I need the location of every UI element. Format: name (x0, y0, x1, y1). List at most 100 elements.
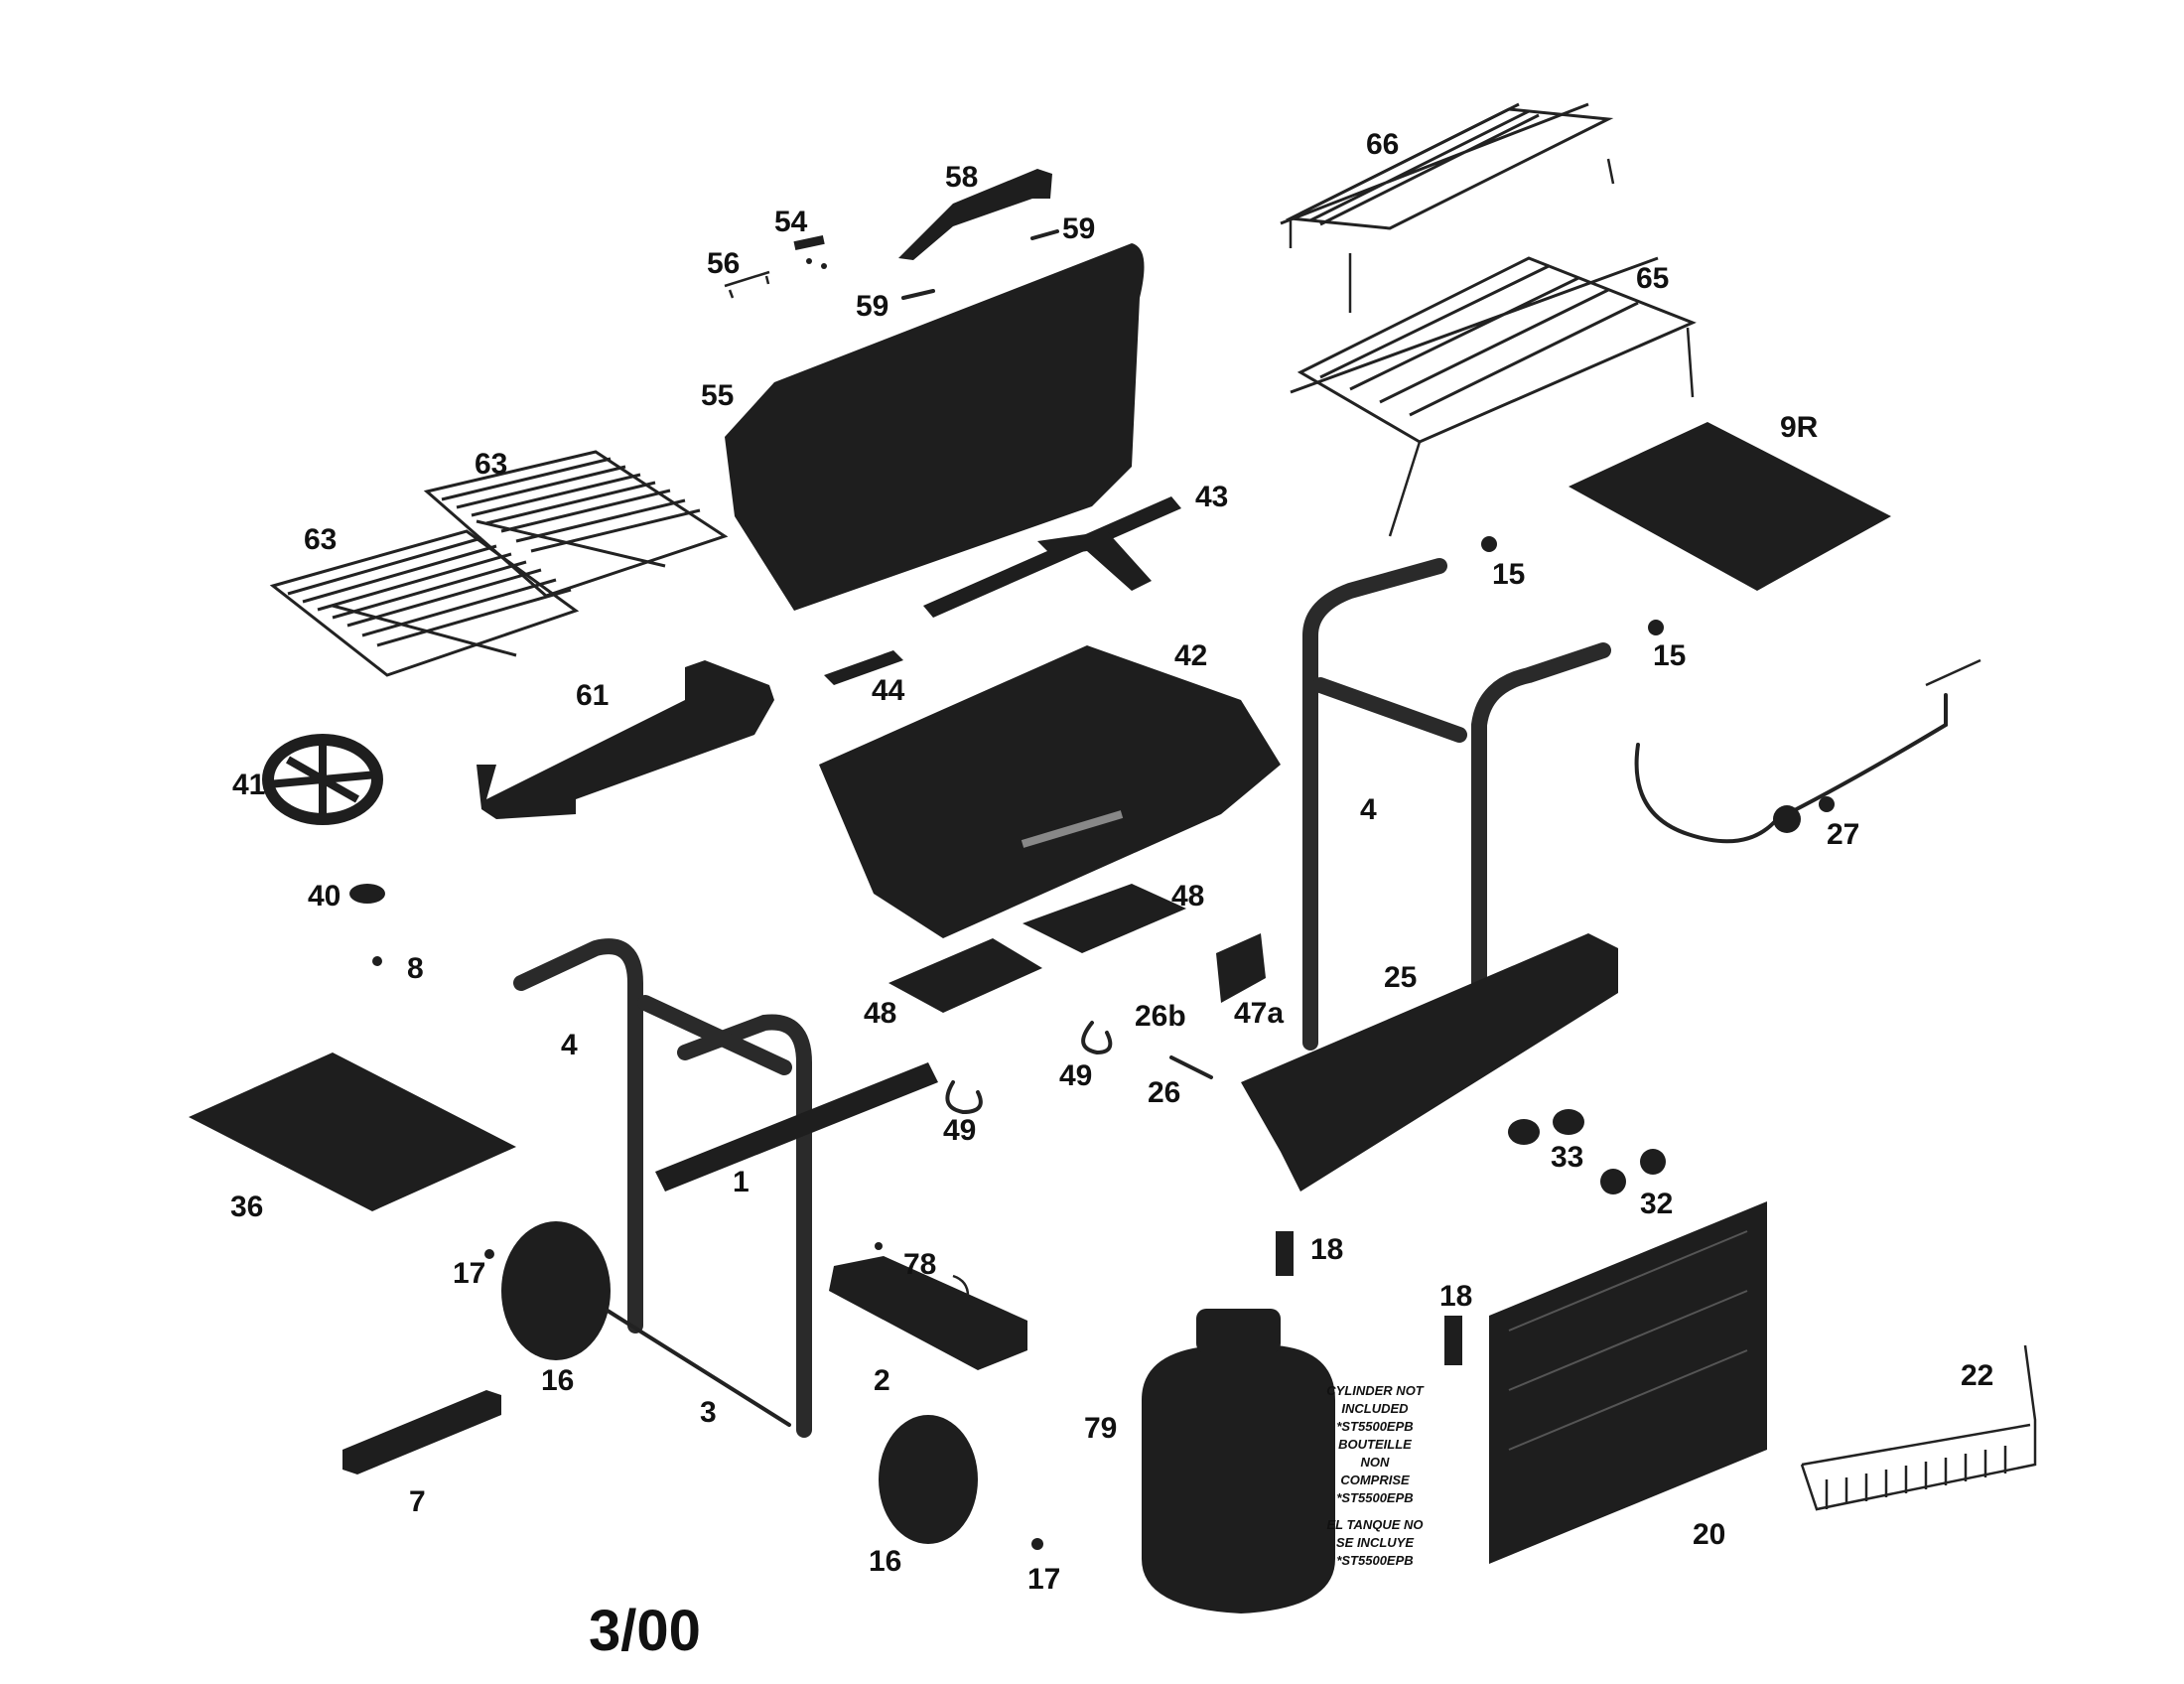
caster-bar-7 (342, 1390, 501, 1474)
label-33: 33 (1551, 1141, 1583, 1174)
label-26: 26 (1148, 1076, 1180, 1109)
label-16-right: 16 (869, 1545, 901, 1578)
label-48-right: 48 (1171, 880, 1204, 912)
cross-brace-1 (655, 1062, 938, 1192)
screw-8 (372, 956, 382, 966)
spacer-59 (901, 229, 1059, 300)
note-line-10: *ST5500EPB (1336, 1553, 1413, 1568)
label-48-left: 48 (864, 997, 896, 1030)
burner-ring-41 (262, 734, 383, 825)
briquette-grate-48 (888, 884, 1186, 1013)
cooking-grate-63-left (269, 529, 580, 677)
label-27: 27 (1827, 818, 1859, 851)
label-18-bottom: 18 (1439, 1280, 1472, 1313)
label-61: 61 (576, 679, 609, 712)
label-15-top: 15 (1492, 558, 1525, 591)
axle-3 (606, 1309, 791, 1427)
label-17-right: 17 (1027, 1563, 1060, 1596)
label-2: 2 (874, 1364, 890, 1397)
cart-frame-4-left (513, 938, 812, 1438)
wheel-16-right (879, 1415, 978, 1544)
label-8: 8 (407, 952, 424, 985)
label-43: 43 (1195, 481, 1228, 513)
label-56: 56 (707, 247, 740, 280)
label-79: 79 (1084, 1412, 1117, 1445)
note-line-7: *ST5500EPB (1336, 1490, 1413, 1505)
cylinder-note: CYLINDER NOT INCLUDED *ST5500EPB BOUTEIL… (1326, 1383, 1425, 1568)
heat-plate-44 (824, 650, 903, 685)
label-32: 32 (1640, 1188, 1673, 1220)
label-36: 36 (230, 1191, 263, 1223)
nuts-15 (1481, 536, 1664, 635)
label-66: 66 (1366, 128, 1399, 161)
note-line-6: COMPRISE (1340, 1473, 1410, 1487)
label-15-bottom: 15 (1653, 639, 1686, 672)
warming-rack-65 (1290, 256, 1697, 537)
warming-rack-66 (1280, 102, 1615, 313)
label-7: 7 (409, 1485, 426, 1518)
note-line-8: EL TANQUE NO (1326, 1517, 1423, 1532)
note-line-9: SE INCLUYE (1336, 1535, 1414, 1550)
label-44: 44 (872, 674, 905, 707)
label-47a: 47a (1234, 997, 1284, 1030)
label-25: 25 (1384, 961, 1417, 994)
thermometer-clip-56 (724, 270, 770, 299)
label-63-right: 63 (475, 448, 507, 481)
clips-18 (1276, 1231, 1462, 1365)
side-shelf-9r (1569, 422, 1891, 591)
hood-55 (725, 243, 1145, 611)
date-code: 3/00 (589, 1599, 701, 1663)
knobs-33-32 (1508, 1109, 1666, 1194)
clip-78 (875, 1242, 970, 1297)
label-26b: 26b (1135, 1000, 1186, 1033)
label-63-left: 63 (304, 523, 337, 556)
note-line-4: BOUTEILLE (1338, 1437, 1412, 1452)
label-59-bottom: 59 (856, 290, 888, 323)
label-49-left: 49 (943, 1114, 976, 1147)
label-16-left: 16 (541, 1364, 574, 1397)
label-65: 65 (1636, 262, 1669, 295)
label-9r: 9R (1780, 411, 1819, 444)
bottom-shelf-36 (189, 1052, 516, 1211)
note-line-2: INCLUDED (1341, 1401, 1409, 1416)
label-54: 54 (774, 206, 808, 238)
label-4-right: 4 (1360, 793, 1377, 826)
label-55: 55 (701, 379, 734, 412)
label-3: 3 (700, 1396, 717, 1429)
label-59-top: 59 (1062, 212, 1095, 245)
firebox-42 (819, 645, 1281, 938)
condiment-basket-22 (1800, 1344, 2037, 1511)
handle-58 (898, 169, 1052, 260)
cooking-grate-63-right (423, 450, 729, 598)
note-line-3: *ST5500EPB (1336, 1419, 1413, 1434)
label-58: 58 (945, 161, 978, 194)
label-17-left: 17 (453, 1257, 485, 1290)
label-18-top: 18 (1310, 1233, 1343, 1266)
note-line-5: NON (1361, 1455, 1391, 1470)
knob-40 (349, 884, 385, 904)
label-78: 78 (903, 1248, 936, 1281)
label-49-right: 49 (1059, 1059, 1092, 1092)
note-line-1: CYLINDER NOT (1326, 1383, 1425, 1398)
label-1: 1 (733, 1166, 750, 1198)
igniter-26 (1169, 933, 1266, 1079)
label-41: 41 (232, 769, 265, 801)
burner-43 (923, 496, 1181, 618)
wheel-cap-17 (484, 1249, 1043, 1550)
label-20: 20 (1693, 1518, 1725, 1551)
side-burner-tube-61 (477, 660, 774, 819)
label-40: 40 (308, 880, 341, 912)
hooks-49 (945, 1021, 1113, 1115)
door-panel-20 (1489, 1201, 1767, 1564)
tank-bracket-2 (829, 1256, 1027, 1370)
control-panel-25 (1241, 933, 1618, 1192)
propane-tank-79 (1142, 1309, 1335, 1614)
label-4-left: 4 (561, 1029, 578, 1061)
bezel-54 (793, 234, 827, 269)
cart-frame-4-right (1302, 558, 1611, 1051)
wheel-16-left (501, 1221, 611, 1360)
label-42: 42 (1174, 639, 1207, 672)
label-22: 22 (1961, 1359, 1993, 1392)
regulator-hose-27 (1634, 658, 1981, 844)
